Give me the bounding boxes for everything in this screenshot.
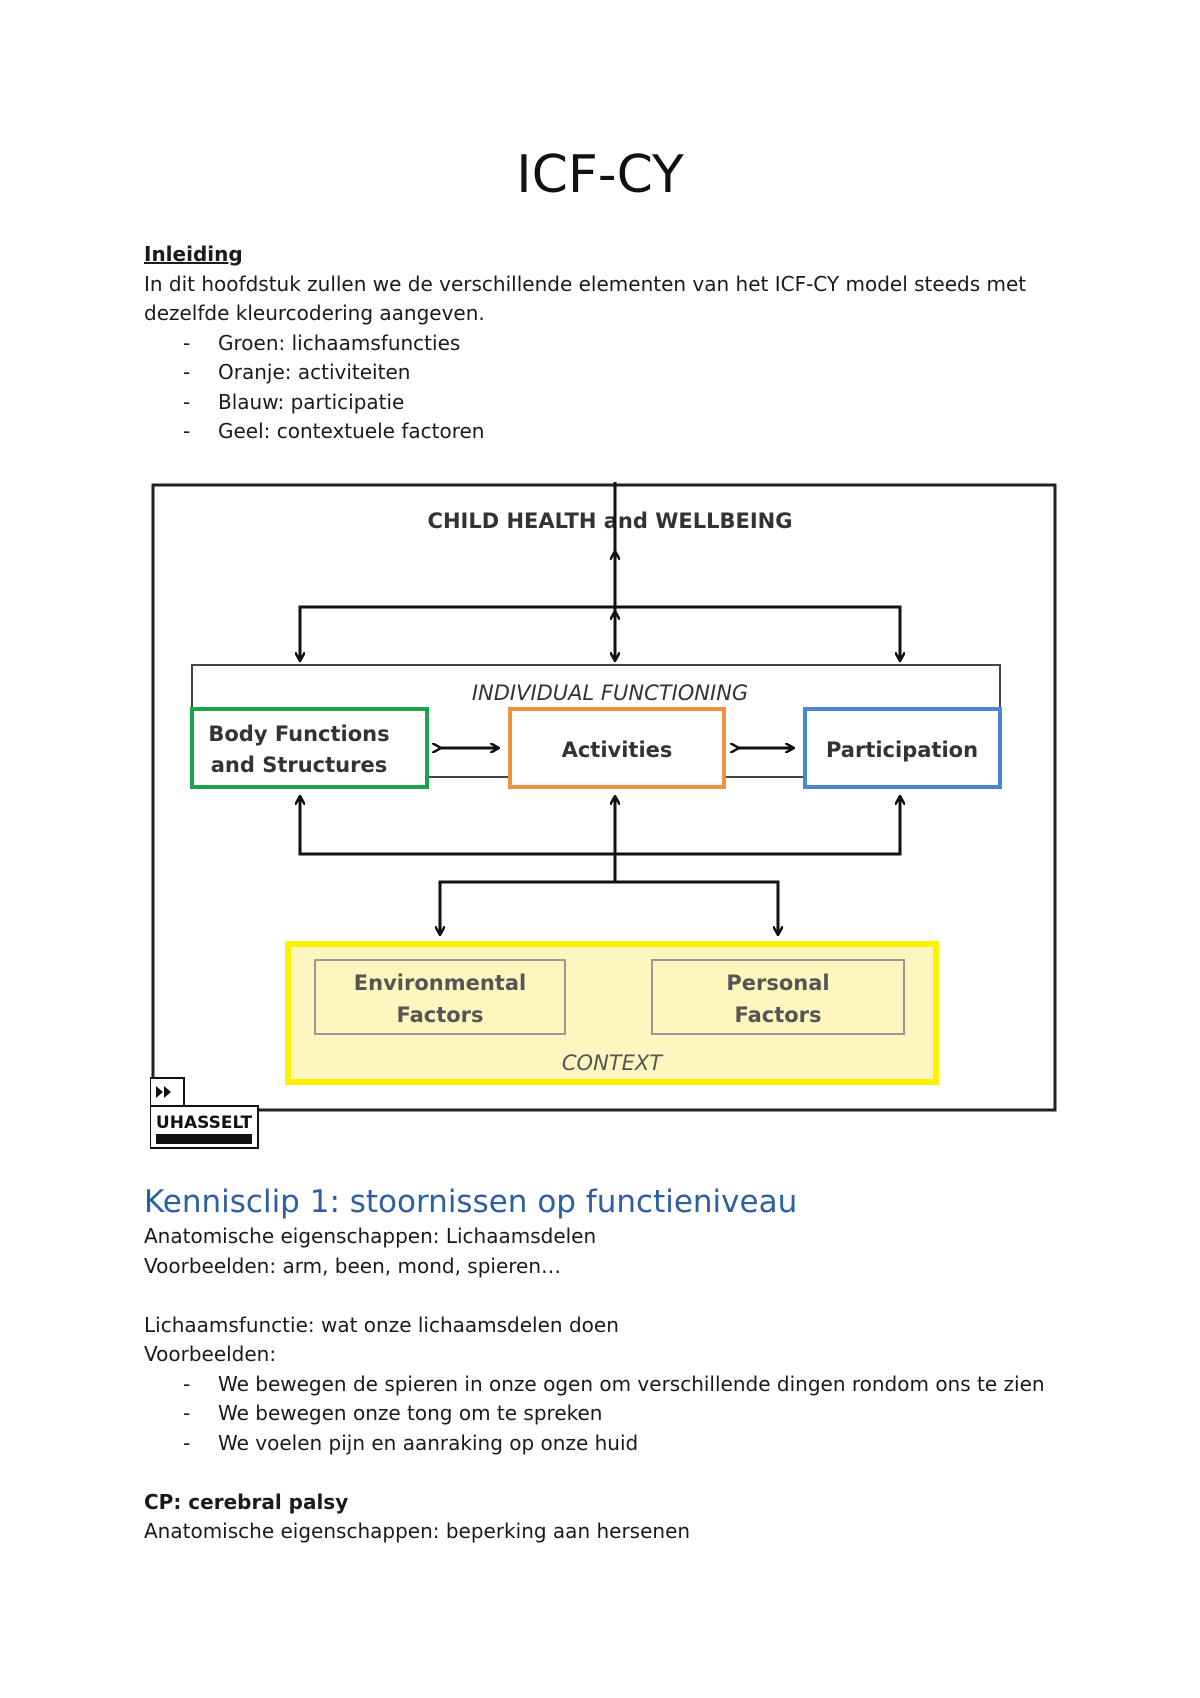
participation-box bbox=[803, 707, 1002, 789]
activities-label: Activities bbox=[562, 738, 673, 762]
text-line: Anatomische eigenschappen: Lichaamsdelen bbox=[144, 1224, 597, 1248]
environmental-factors-label: Factors bbox=[396, 1003, 483, 1027]
text-line: Lichaamsfunctie: wat onze lichaamsdelen … bbox=[144, 1312, 619, 1337]
list-item: -We bewegen de spieren in onze ogen om v… bbox=[183, 1371, 1045, 1396]
section-body: Anatomische eigenschappen: Lichaamsdelen… bbox=[144, 1222, 1074, 1547]
list-item: -We bewegen onze tong om te spreken bbox=[183, 1401, 603, 1425]
list-item-text: Blauw: participatie bbox=[218, 389, 405, 414]
text-line: Anatomische eigenschappen: beperking aan… bbox=[144, 1519, 691, 1543]
context-label: CONTEXT bbox=[562, 1051, 664, 1075]
environmental-label: Environmental bbox=[354, 971, 526, 995]
logo-text: UHASSELT bbox=[156, 1113, 253, 1133]
page-title: ICF-CY bbox=[516, 145, 684, 205]
participation-label: Participation bbox=[826, 738, 978, 762]
section-heading: Kennisclip 1: stoornissen op functienive… bbox=[144, 1184, 798, 1220]
color-code-list: -Groen: lichaamsfuncties -Oranje: activi… bbox=[144, 329, 1074, 447]
body-structures-label: and Structures bbox=[211, 753, 387, 777]
list-item: -Oranje: activiteiten bbox=[183, 360, 411, 384]
intro-heading: Inleiding bbox=[144, 242, 243, 266]
list-item-text: Groen: lichaamsfuncties bbox=[218, 330, 461, 355]
icf-cy-diagram-svg: CHILD HEALTH and WELLBEING INDIVIDUAL FU… bbox=[149, 482, 1057, 1149]
body-functions-box bbox=[190, 707, 429, 789]
list-item-text: We voelen pijn en aanraking op onze huid bbox=[218, 1430, 639, 1455]
text-line: Voorbeelden: arm, been, mond, spieren… bbox=[144, 1253, 562, 1278]
examples-list: -We bewegen de spieren in onze ogen om v… bbox=[144, 1370, 1074, 1459]
individual-functioning-label: INDIVIDUAL FUNCTIONING bbox=[472, 681, 748, 705]
body-functions-label: Body Functions bbox=[208, 722, 389, 746]
personal-label: Personal bbox=[726, 971, 829, 995]
list-item-text: Oranje: activiteiten bbox=[218, 360, 411, 384]
list-item-text: We bewegen onze tong om te spreken bbox=[218, 1401, 603, 1425]
intro-paragraph: In dit hoofdstuk zullen we de verschille… bbox=[144, 271, 1027, 326]
personal-factors-box bbox=[651, 959, 905, 1035]
list-item: -Groen: lichaamsfuncties bbox=[183, 330, 461, 355]
list-item-text: Geel: contextuele factoren bbox=[218, 419, 485, 443]
list-item-text: We bewegen de spieren in onze ogen om ve… bbox=[218, 1371, 1045, 1396]
text-line: Voorbeelden: bbox=[144, 1342, 277, 1366]
child-health-label: CHILD HEALTH and WELLBEING bbox=[428, 509, 793, 533]
personal-factors-label: Factors bbox=[734, 1003, 821, 1027]
activities-box bbox=[508, 707, 726, 789]
environmental-factors-box bbox=[314, 959, 566, 1035]
cp-heading: CP: cerebral palsy bbox=[144, 1489, 349, 1514]
list-item: -Geel: contextuele factoren bbox=[183, 419, 485, 443]
fast-forward-icon bbox=[156, 1086, 171, 1098]
list-item: -We voelen pijn en aanraking op onze hui… bbox=[183, 1430, 639, 1455]
icf-cy-diagram: CHILD HEALTH and WELLBEING INDIVIDUAL FU… bbox=[149, 482, 1060, 1152]
list-item: -Blauw: participatie bbox=[183, 389, 405, 414]
intro-section: Inleiding In dit hoofdstuk zullen we de … bbox=[144, 240, 1074, 447]
